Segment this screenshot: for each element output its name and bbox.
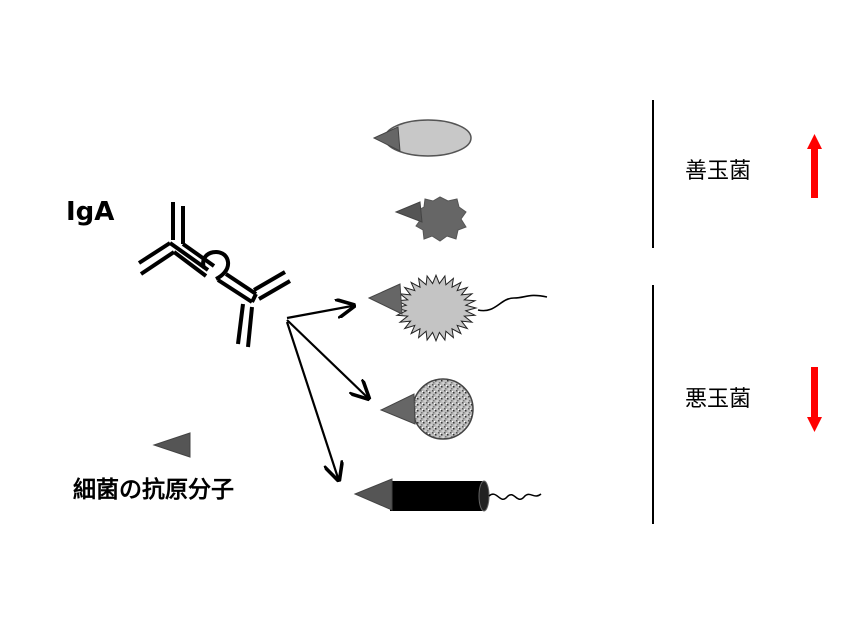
arrow-to-rod-bacterium bbox=[285, 321, 338, 478]
antigen-label: 細菌の抗原分子 bbox=[73, 476, 234, 503]
oval-bacterium-icon bbox=[372, 119, 472, 157]
harmful-bacteria-label: 悪玉菌 bbox=[685, 387, 751, 412]
antigen-marker bbox=[379, 393, 416, 425]
iga-label: IgA bbox=[66, 197, 114, 227]
binding-arrows bbox=[285, 306, 367, 478]
antigen-marker bbox=[353, 478, 393, 511]
spiky-flagellated-bacterium-icon bbox=[367, 273, 548, 343]
antibody-icon bbox=[137, 202, 292, 348]
antigen-marker bbox=[394, 201, 423, 223]
arrow-to-spiky-bacterium bbox=[286, 306, 352, 320]
up-arrow-icon bbox=[807, 134, 822, 198]
scalloped-bacterium-icon bbox=[394, 196, 467, 242]
arrow-to-textured-bacterium bbox=[286, 319, 367, 397]
beneficial-bacteria-label: 善玉菌 bbox=[685, 159, 751, 184]
antigen-marker bbox=[372, 126, 401, 152]
antigen-marker bbox=[367, 283, 403, 315]
black-rod-bacterium-icon bbox=[353, 478, 542, 512]
antigen-triangle-icon bbox=[152, 432, 191, 458]
down-arrow-icon bbox=[807, 367, 822, 432]
textured-round-bacterium-icon bbox=[379, 378, 474, 440]
